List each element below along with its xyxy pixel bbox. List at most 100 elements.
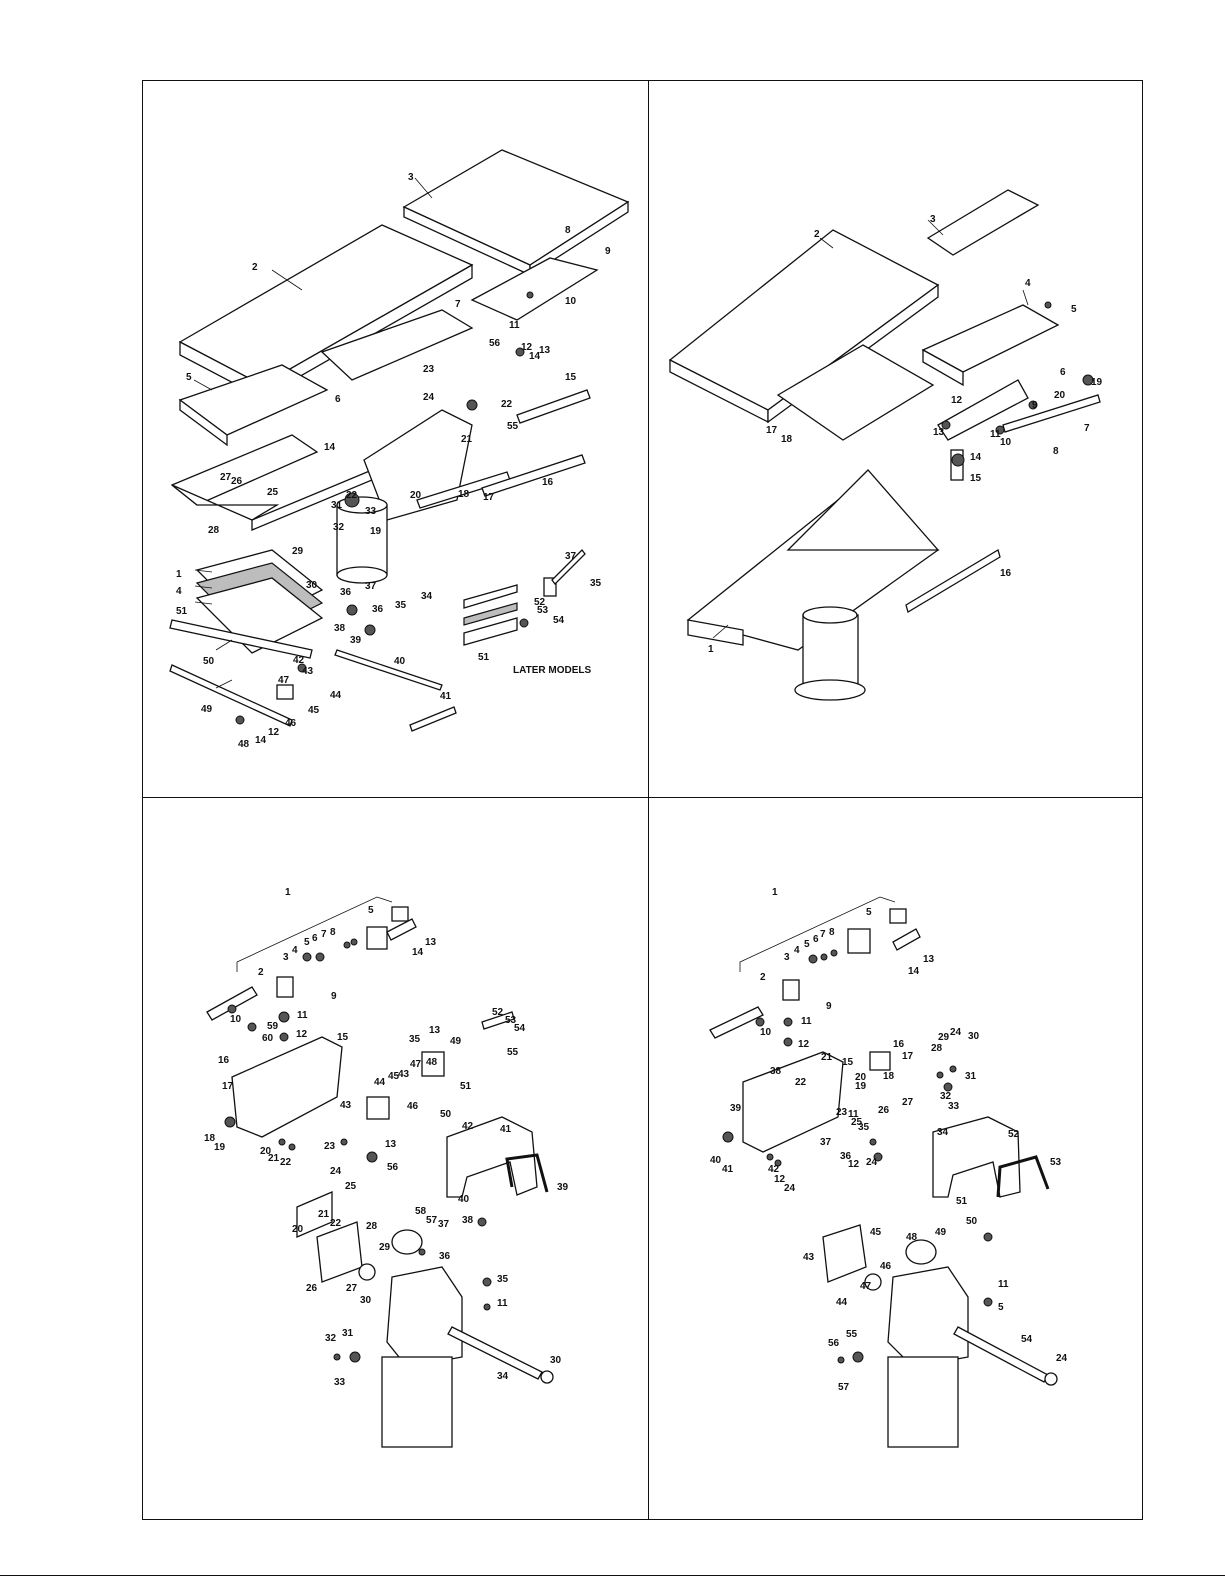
pad-3 <box>926 189 1040 256</box>
pad-3 <box>402 149 630 266</box>
callout-54: 54 <box>514 1023 526 1034</box>
callout-37: 37 <box>565 551 577 562</box>
callout-45: 45 <box>870 1227 882 1238</box>
callout-2: 2 <box>258 967 264 978</box>
callout-14: 14 <box>529 351 541 362</box>
callout-22b: 22 <box>346 490 358 501</box>
panel-top-right: 3 2 4 5 6 19 20 12 9 17 18 13 11 10 7 8 … <box>648 80 1143 797</box>
callout-3: 3 <box>930 214 936 225</box>
panel-bottom-right: 1 5 3 4 5 6 7 8 2 13 14 9 10 11 12 16 30… <box>648 797 1143 1520</box>
callout-38: 38 <box>770 1066 782 1077</box>
callout-18: 18 <box>458 489 470 500</box>
column <box>381 1356 453 1448</box>
callout-32: 32 <box>325 1333 337 1344</box>
callout-52: 52 <box>534 597 546 608</box>
callout-28: 28 <box>208 525 220 536</box>
callout-55: 55 <box>507 1047 519 1058</box>
callout-13: 13 <box>933 427 945 438</box>
callout-34: 34 <box>937 1127 949 1138</box>
callout-12b: 12 <box>268 727 280 738</box>
callout-35: 35 <box>858 1122 870 1133</box>
callout-1: 1 <box>772 887 778 898</box>
callout-13: 13 <box>539 345 551 356</box>
callout-10: 10 <box>1000 437 1012 448</box>
callout-35b: 35 <box>497 1274 509 1285</box>
callout-21: 21 <box>268 1153 280 1164</box>
callout-30: 30 <box>968 1031 980 1042</box>
panel-bottom-left: 1 5 4 5 6 7 8 3 2 13 14 9 10 11 59 60 12… <box>142 797 648 1520</box>
callout-1: 1 <box>285 887 291 898</box>
callout-33: 33 <box>948 1101 960 1112</box>
callout-2: 2 <box>814 229 820 240</box>
callout-24: 24 <box>950 1027 962 1038</box>
callout-3: 3 <box>283 952 289 963</box>
callout-39: 39 <box>350 635 362 646</box>
callout-58: 58 <box>415 1206 427 1217</box>
callout-13c: 13 <box>385 1139 397 1150</box>
callout-19: 19 <box>370 526 382 537</box>
callout-48: 48 <box>426 1057 438 1068</box>
callout-21b: 21 <box>318 1209 330 1220</box>
callout-46: 46 <box>285 718 297 729</box>
callout-24: 24 <box>423 392 435 403</box>
callout-1: 1 <box>708 644 714 655</box>
callout-33: 33 <box>365 506 377 517</box>
callout-8: 8 <box>829 927 835 938</box>
callout-20: 20 <box>260 1146 272 1157</box>
callout-34: 34 <box>421 591 433 602</box>
callout-39: 39 <box>557 1182 569 1193</box>
callout-12: 12 <box>296 1029 308 1040</box>
cylinder-5 <box>366 926 388 950</box>
callout-41: 41 <box>722 1164 734 1175</box>
callout-35: 35 <box>590 578 602 589</box>
callout-43: 43 <box>398 1069 410 1080</box>
callout-13: 13 <box>425 937 437 948</box>
callout-55: 55 <box>846 1329 858 1340</box>
callout-8: 8 <box>1053 446 1059 457</box>
callout-33: 33 <box>334 1377 346 1388</box>
callout-5: 5 <box>186 372 192 383</box>
housing-15 <box>742 1051 844 1153</box>
callout-47: 47 <box>860 1281 872 1292</box>
callout-later-models: LATER MODELS <box>513 665 591 676</box>
callout-11: 11 <box>509 320 520 331</box>
callout-9: 9 <box>1032 400 1038 411</box>
callout-15: 15 <box>337 1032 349 1043</box>
callout-22: 22 <box>280 1157 292 1168</box>
callout-27: 27 <box>346 1283 358 1294</box>
callout-10: 10 <box>230 1014 242 1025</box>
callout-22: 22 <box>795 1077 807 1088</box>
callout-35b: 35 <box>395 600 407 611</box>
column <box>336 504 388 576</box>
exploded-view-bottom-left: 1 5 4 5 6 7 8 3 2 13 14 9 10 11 59 60 12… <box>204 887 569 1448</box>
callout-47: 47 <box>410 1059 422 1070</box>
callout-60: 60 <box>262 1033 274 1044</box>
callout-42: 42 <box>768 1164 780 1175</box>
callout-18: 18 <box>781 434 793 445</box>
callout-36b: 36 <box>372 604 384 615</box>
callout-37: 37 <box>438 1219 450 1230</box>
callout-30: 30 <box>360 1295 372 1306</box>
callout-29: 29 <box>379 1242 391 1253</box>
callout-49: 49 <box>201 704 213 715</box>
column <box>887 1356 959 1448</box>
callout-22b: 22 <box>330 1218 342 1229</box>
callout-10: 10 <box>760 1027 772 1038</box>
callout-53: 53 <box>1050 1157 1062 1168</box>
callout-6: 6 <box>312 933 318 944</box>
callout-7: 7 <box>820 929 826 940</box>
callout-11: 11 <box>990 429 1001 440</box>
callout-4: 4 <box>1025 278 1031 289</box>
callout-13: 13 <box>923 954 935 965</box>
callout-11: 11 <box>801 1016 812 1027</box>
callout-28: 28 <box>366 1221 378 1232</box>
callout-50: 50 <box>203 656 215 667</box>
callout-31: 31 <box>331 500 343 511</box>
callout-10: 10 <box>565 296 577 307</box>
panel-top-left: 3 2 8 9 7 10 11 56 12 14 13 5 6 23 15 24… <box>142 80 648 797</box>
callout-14: 14 <box>908 966 920 977</box>
callout-28: 28 <box>931 1043 943 1054</box>
callout-7: 7 <box>1084 423 1090 434</box>
callout-38: 38 <box>334 623 346 634</box>
callout-6: 6 <box>1060 367 1066 378</box>
